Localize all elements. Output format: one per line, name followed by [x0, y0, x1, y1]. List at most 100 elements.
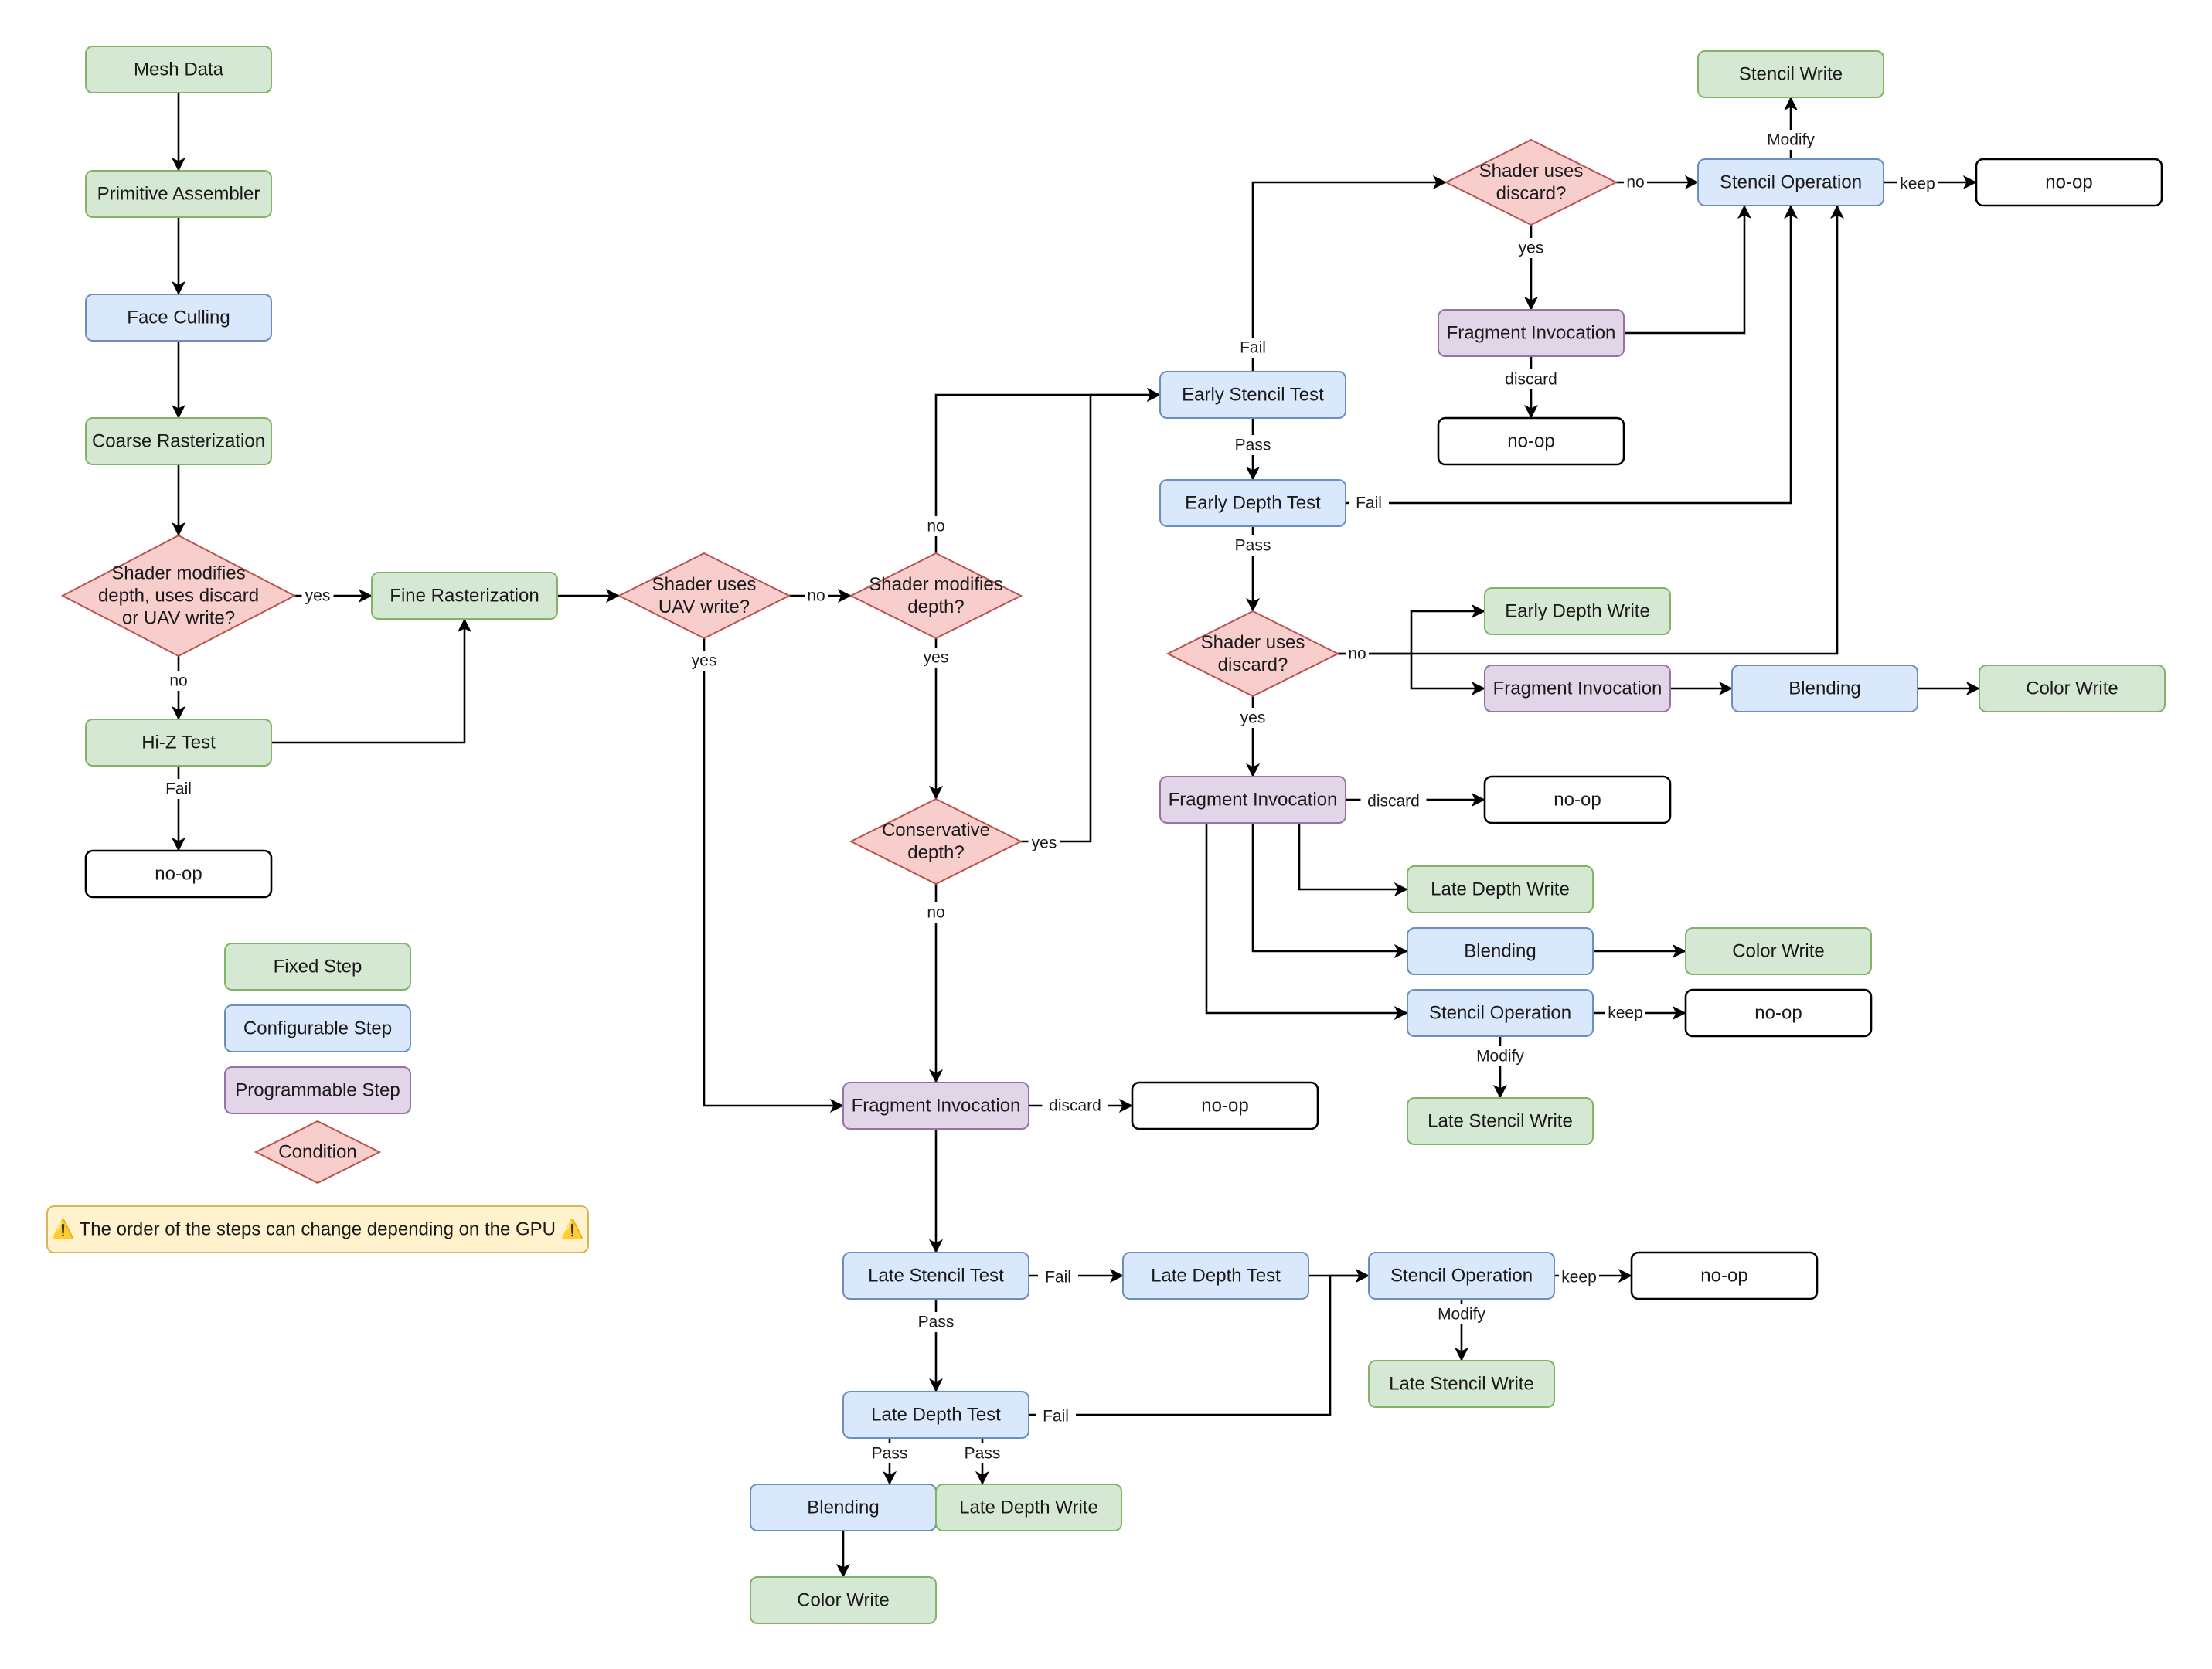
edge-fragd-blend — [1251, 823, 1408, 958]
edge-label-cdiscmid-stencilopt: no — [1346, 644, 1369, 664]
edge-cdepth-earlystencil — [934, 388, 1161, 553]
node-blend-m[interactable]: Blending — [1731, 665, 1918, 712]
node-hiz[interactable]: Hi-Z Test — [85, 719, 272, 767]
edge-label-cdepth-earlystencil: no — [924, 516, 948, 536]
edge-label-text: Modify — [1438, 1306, 1485, 1324]
node-late-depth-write-d[interactable]: Late Depth Write — [1407, 865, 1594, 913]
node-legend-config[interactable]: Configurable Step — [224, 1004, 411, 1052]
node-blend-b[interactable]: Blending — [750, 1484, 937, 1531]
node-noop-d[interactable]: no-op — [1684, 988, 1873, 1038]
node-stencil-op-d[interactable]: Stencil Operation — [1407, 989, 1594, 1037]
node-label: Shader uses — [1201, 632, 1305, 653]
node-noop-frag-late[interactable]: no-op — [1131, 1081, 1319, 1130]
node-shape — [1979, 665, 2166, 712]
node-prim[interactable]: Primitive Assembler — [85, 170, 272, 218]
node-label: no-op — [1554, 790, 1601, 811]
node-stencil-write-t[interactable]: Stencil Write — [1697, 50, 1884, 98]
edge-label-cmod-hiz: no — [167, 671, 190, 691]
node-frag-late[interactable]: Fragment Invocation — [842, 1082, 1029, 1130]
node-early-depth[interactable]: Early Depth Test — [1159, 479, 1346, 527]
node-legend-fixed[interactable]: Fixed Step — [224, 943, 411, 991]
node-late-stencil-write-b[interactable]: Late Stencil Write — [1368, 1360, 1555, 1408]
edge-label-stencilopt-noop: keep — [1897, 174, 1938, 194]
node-legend-cond[interactable]: Condition — [254, 1120, 382, 1185]
node-shape — [1484, 587, 1671, 635]
node-label: no-op — [1201, 1096, 1248, 1117]
node-frag-d[interactable]: Fragment Invocation — [1159, 776, 1346, 824]
edge-label-bg — [1036, 1406, 1076, 1426]
node-blend-d[interactable]: Blending — [1407, 927, 1594, 975]
edge-label-text: Pass — [918, 1314, 955, 1331]
edge-label-bg — [1349, 493, 1389, 513]
edge-cdiscmid-fragm — [1410, 654, 1485, 695]
edge-label-text: yes — [1240, 709, 1266, 727]
edge-cuav-fraglate — [703, 638, 844, 1113]
edge-label-stencilopt-write: Modify — [1762, 130, 1819, 150]
edge-label-text: Fail — [165, 780, 192, 798]
node-noop-hiz[interactable]: no-op — [84, 849, 273, 899]
edge-label-bg — [1498, 369, 1564, 389]
node-noop-frag-d[interactable]: no-op — [1483, 775, 1672, 824]
node-legend-prog[interactable]: Programmable Step — [224, 1066, 411, 1114]
node-shape — [85, 294, 272, 342]
edge-label-bg — [1515, 238, 1547, 258]
node-shape — [224, 1004, 411, 1052]
node-label: Late Depth Test — [871, 1405, 1001, 1426]
node-shape — [849, 552, 1023, 640]
node-label: Configurable Step — [243, 1018, 392, 1039]
node-shape — [1368, 1252, 1555, 1300]
node-stencil-op-b[interactable]: Stencil Operation — [1368, 1252, 1555, 1300]
edge-label-text: Modify — [1767, 131, 1815, 149]
node-note[interactable]: ⚠️ The order of the steps can change dep… — [46, 1205, 589, 1253]
node-label: no-op — [2045, 172, 2092, 193]
edge-label-latedepthb-blend: Pass — [869, 1443, 910, 1463]
edge-label-bg — [924, 516, 948, 536]
node-shape — [85, 719, 272, 767]
node-label: Coarse Rasterization — [92, 431, 265, 452]
edge-label-text: yes — [1032, 834, 1057, 852]
edge-hiz-fine — [271, 618, 471, 744]
node-shape — [1685, 927, 1872, 975]
node-label: Hi-Z Test — [141, 733, 216, 753]
edge-label-text: Pass — [1235, 537, 1271, 555]
node-mesh[interactable]: Mesh Data — [85, 46, 272, 93]
edge-label-text: no — [1626, 174, 1644, 192]
edge-label-text: keep — [1900, 175, 1935, 193]
edge-label-latedepthb-depthwrite: Pass — [962, 1443, 1002, 1463]
edge-label-bg — [1042, 1096, 1108, 1116]
node-shape — [1407, 927, 1594, 975]
node-noop-frag-t[interactable]: no-op — [1437, 416, 1625, 466]
node-cull[interactable]: Face Culling — [85, 294, 272, 342]
node-late-depth-b[interactable]: Late Depth Test — [842, 1391, 1029, 1439]
node-late-stencil[interactable]: Late Stencil Test — [842, 1252, 1029, 1300]
node-frag-t[interactable]: Fragment Invocation — [1438, 309, 1625, 357]
node-label: Color Write — [1732, 941, 1825, 962]
edge-label-text: no — [169, 672, 187, 690]
node-coarse[interactable]: Coarse Rasterization — [85, 417, 272, 465]
node-late-stencil-write-d[interactable]: Late Stencil Write — [1407, 1097, 1594, 1145]
node-shape — [935, 1484, 1122, 1531]
edge-label-text: Fail — [1240, 339, 1266, 357]
node-late-depth-write-b[interactable]: Late Depth Write — [935, 1484, 1122, 1531]
node-noop-t[interactable]: no-op — [1975, 158, 2163, 207]
node-color-b[interactable]: Color Write — [750, 1576, 937, 1624]
node-early-stencil[interactable]: Early Stencil Test — [1159, 371, 1346, 419]
node-early-depth-write[interactable]: Early Depth Write — [1484, 587, 1671, 635]
edge-label-bg — [1028, 833, 1060, 853]
node-fine[interactable]: Fine Rasterization — [371, 572, 558, 620]
node-late-depth-a[interactable]: Late Depth Test — [1122, 1252, 1309, 1300]
node-frag-m[interactable]: Fragment Invocation — [1484, 665, 1671, 712]
node-color-d[interactable]: Color Write — [1685, 927, 1872, 975]
node-color-m[interactable]: Color Write — [1979, 665, 2166, 712]
node-noop-b[interactable]: no-op — [1630, 1251, 1819, 1300]
node-stencil-op-t[interactable]: Stencil Operation — [1697, 158, 1884, 206]
node-label: Stencil Operation — [1390, 1266, 1533, 1287]
node-label: ⚠️ The order of the steps can change dep… — [51, 1219, 584, 1240]
edge-label-cdisctop-fragt: yes — [1515, 238, 1547, 258]
